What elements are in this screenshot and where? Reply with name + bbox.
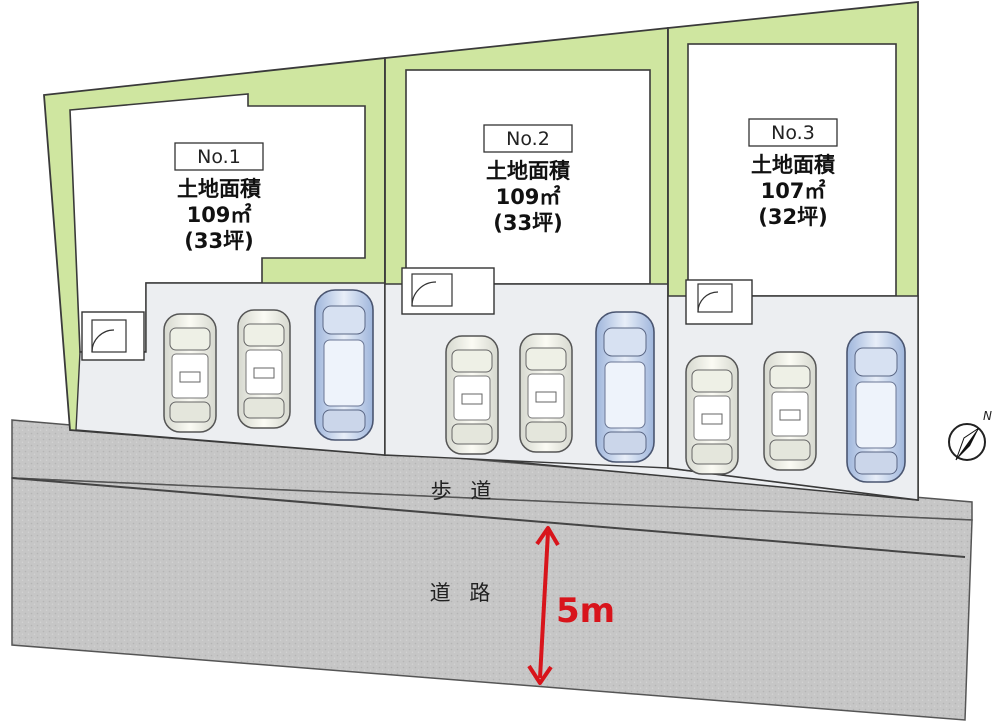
entrance-porch-2	[401, 267, 495, 315]
north-arrow-icon: N	[948, 409, 992, 461]
lot-3-label: 土地面積	[751, 153, 836, 177]
curb-line	[11, 477, 966, 558]
car-3b	[763, 351, 817, 471]
road-width-arrow	[527, 526, 560, 685]
entrance-porch-3	[685, 279, 753, 325]
road-width-label: 5m	[556, 591, 615, 631]
road-label: 道 路	[430, 581, 497, 605]
car-1c	[314, 289, 374, 441]
lot-1-label: 土地面積	[177, 177, 262, 201]
lot-1-tsubo: (33坪)	[184, 229, 253, 253]
lot-2-area: 109㎡	[496, 185, 561, 209]
lot-2-number: No.2	[506, 128, 550, 150]
lot-1-area: 109㎡	[187, 203, 252, 227]
car-2c	[595, 311, 655, 463]
lot-3-tsubo: (32坪)	[758, 205, 827, 229]
north-label: N	[983, 409, 992, 423]
lot-1-number-box	[174, 142, 264, 171]
car-3a	[685, 355, 739, 475]
car-3c	[846, 331, 906, 483]
car-2a	[445, 335, 499, 455]
lot-2-label: 土地面積	[486, 159, 571, 183]
lot-2-tsubo: (33坪)	[493, 211, 562, 235]
lot-3-labels: No.3 土地面積 107㎡ (32坪)	[748, 118, 838, 229]
lot-3-number: No.3	[771, 122, 815, 144]
entrance-porch-1	[81, 311, 145, 361]
car-1b	[237, 309, 291, 429]
lot-2-labels: No.2 土地面積 109㎡ (33坪)	[483, 124, 573, 235]
sidewalk-label: 歩 道	[431, 479, 498, 503]
car-2b	[519, 333, 573, 453]
lot-1-labels: No.1 土地面積 109㎡ (33坪)	[174, 142, 264, 253]
lot-1	[43, 56, 386, 456]
lot-3	[667, 1, 919, 502]
lot-3-area: 107㎡	[761, 179, 826, 203]
lot-3-number-box	[748, 118, 838, 147]
car-1a	[163, 313, 217, 433]
lot-1-number: No.1	[197, 146, 241, 168]
lot-2-number-box	[483, 124, 573, 153]
lot-2	[384, 26, 669, 469]
